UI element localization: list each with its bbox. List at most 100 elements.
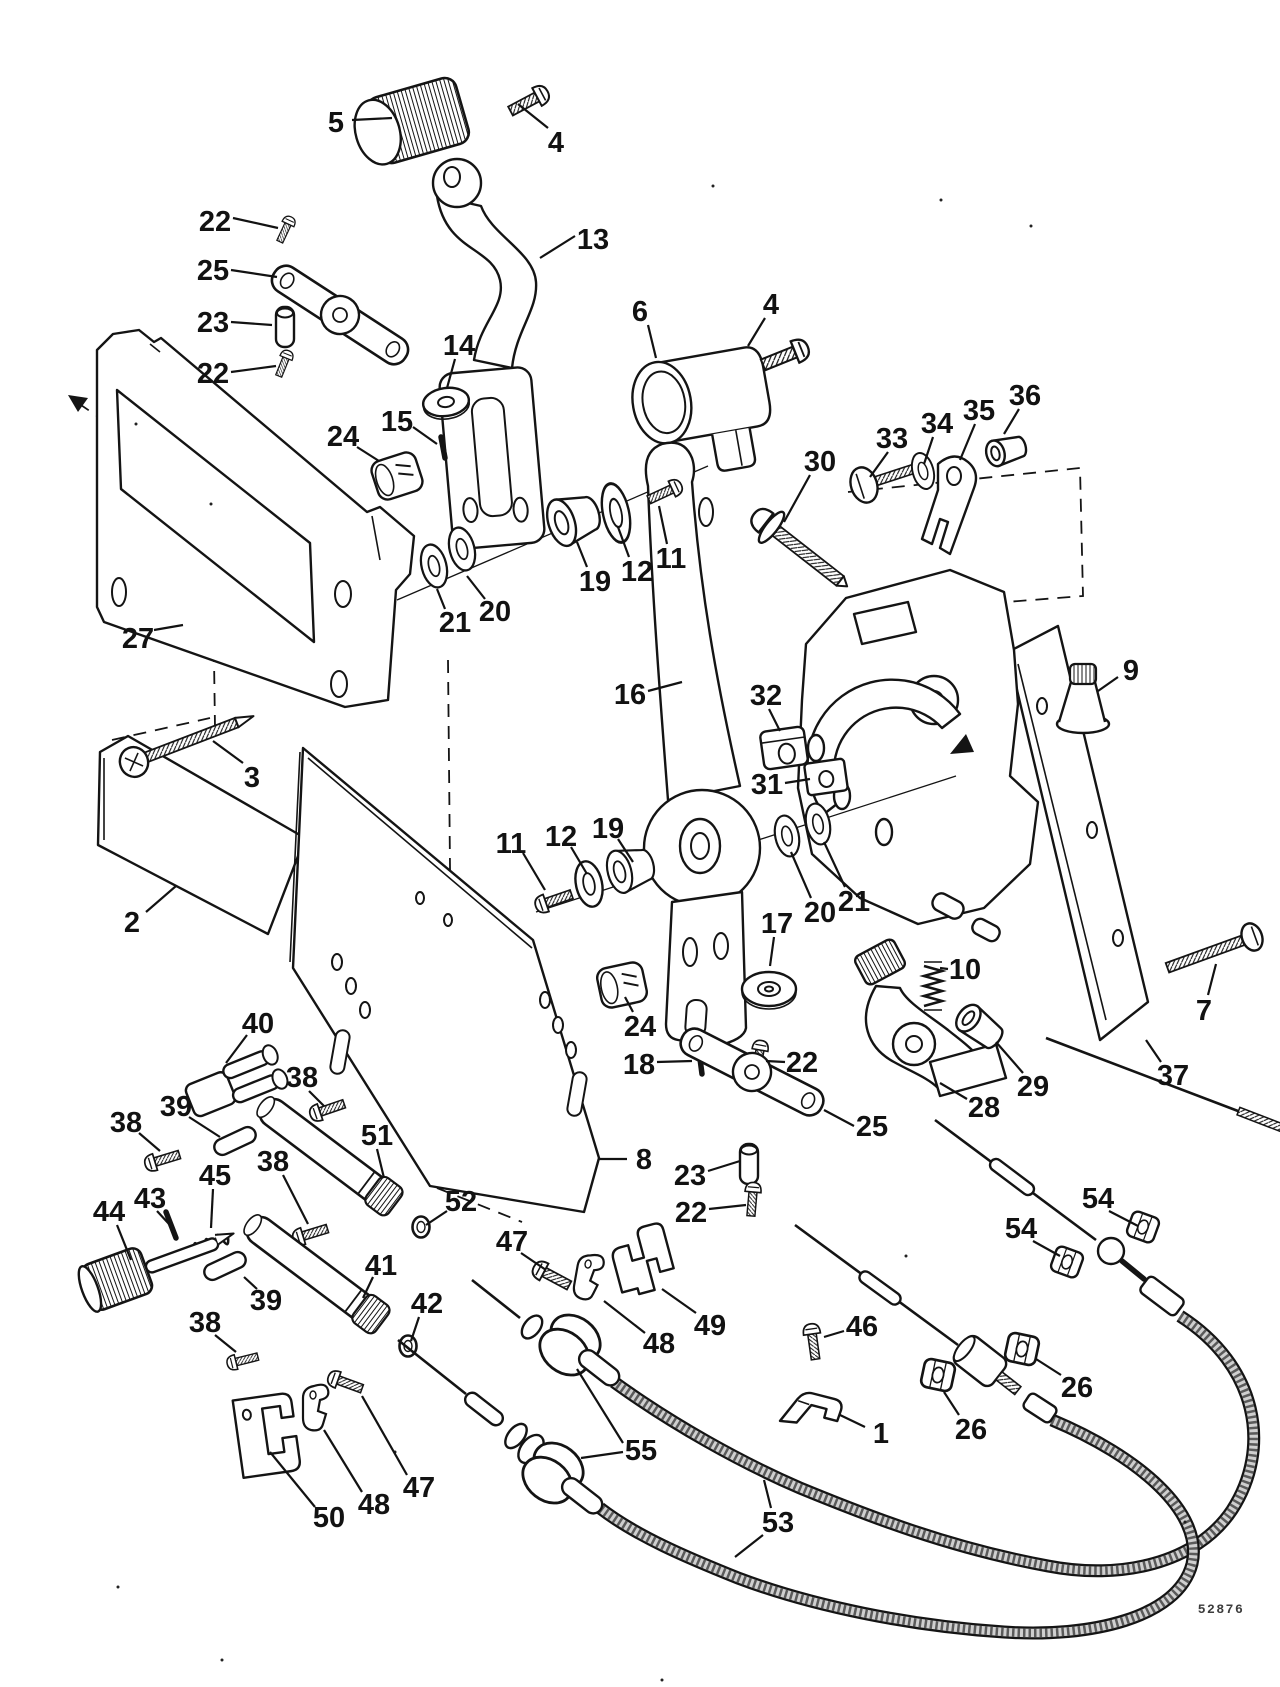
part-label-49: 49 — [661, 1288, 726, 1342]
part-label-38: 38 — [189, 1307, 237, 1353]
part-label-44: 44 — [93, 1196, 133, 1261]
svg-text:39: 39 — [250, 1285, 282, 1317]
svg-text:38: 38 — [286, 1062, 318, 1094]
svg-text:22: 22 — [786, 1047, 818, 1079]
svg-text:55: 55 — [625, 1435, 657, 1467]
part-cable-core-upper — [1045, 1036, 1280, 1133]
part-label-17: 17 — [761, 908, 793, 967]
svg-text:11: 11 — [496, 828, 527, 860]
part-nut-26-a — [918, 1356, 958, 1394]
svg-text:12: 12 — [621, 556, 653, 588]
part-label-4: 4 — [747, 289, 779, 347]
svg-text:1: 1 — [873, 1418, 889, 1450]
part-cable-core-b — [794, 1223, 1058, 1424]
part-bolt-30 — [750, 507, 849, 588]
part-bushing-19-a — [545, 495, 601, 548]
svg-text:19: 19 — [592, 813, 624, 845]
part-washer-34 — [907, 449, 939, 493]
part-label-42: 42 — [409, 1288, 443, 1342]
svg-text:24: 24 — [624, 1011, 656, 1043]
part-label-19: 19 — [592, 813, 634, 863]
part-label-15: 15 — [381, 406, 438, 445]
svg-text:35: 35 — [963, 395, 995, 427]
part-label-34: 34 — [921, 408, 953, 465]
part-label-41: 41 — [362, 1250, 397, 1299]
part-label-1: 1 — [839, 1414, 889, 1450]
svg-text:33: 33 — [876, 423, 908, 455]
part-label-25: 25 — [197, 255, 278, 287]
part-cable-jacket-a — [610, 1310, 1261, 1578]
part-label-14: 14 — [443, 330, 475, 389]
part-screw-3 — [118, 715, 255, 779]
svg-text:15: 15 — [381, 406, 413, 438]
svg-text:34: 34 — [921, 408, 953, 440]
part-screw-7 — [1164, 922, 1264, 974]
part-label-29: 29 — [995, 1041, 1049, 1103]
part-label-8: 8 — [598, 1144, 652, 1176]
svg-text:26: 26 — [955, 1414, 987, 1446]
part-washer-21-a — [415, 540, 453, 592]
svg-text:21: 21 — [838, 886, 870, 918]
part-label-46: 46 — [823, 1311, 878, 1343]
part-trunnion-24-b — [594, 959, 650, 1011]
part-label-38: 38 — [286, 1062, 325, 1107]
part-washer-14 — [421, 386, 471, 420]
svg-text:17: 17 — [761, 908, 793, 940]
svg-text:9: 9 — [1123, 655, 1139, 687]
part-label-24: 24 — [624, 996, 656, 1043]
part-label-50: 50 — [269, 1451, 345, 1534]
part-label-7: 7 — [1196, 963, 1218, 1027]
part-label-38: 38 — [257, 1146, 309, 1225]
svg-text:54: 54 — [1005, 1213, 1037, 1245]
part-lever-16 — [642, 441, 762, 1048]
svg-text:12: 12 — [545, 821, 577, 853]
part-label-10: 10 — [939, 954, 981, 986]
part-screw-38-d — [224, 1348, 261, 1373]
svg-text:51: 51 — [361, 1120, 393, 1152]
part-label-3: 3 — [212, 740, 260, 794]
part-oring-52 — [411, 1215, 431, 1239]
svg-text:53: 53 — [762, 1507, 794, 1539]
svg-text:16: 16 — [614, 679, 646, 711]
part-latch-35 — [920, 455, 978, 556]
part-back-plate-8 — [289, 746, 601, 1214]
svg-text:47: 47 — [403, 1472, 435, 1504]
part-label-55: 55 — [576, 1368, 657, 1467]
part-label-54: 54 — [1082, 1183, 1139, 1227]
svg-text:3: 3 — [244, 762, 260, 794]
svg-text:28: 28 — [968, 1092, 1000, 1124]
part-label-54: 54 — [1005, 1213, 1061, 1257]
part-pin-39-b — [203, 1250, 247, 1282]
svg-text:47: 47 — [496, 1226, 528, 1258]
part-washer-12-b — [570, 857, 608, 911]
svg-text:41: 41 — [365, 1250, 397, 1282]
svg-text:4: 4 — [763, 289, 779, 321]
part-label-12: 12 — [616, 526, 653, 588]
part-label-6: 6 — [632, 296, 658, 359]
part-label-47: 47 — [361, 1395, 435, 1504]
part-label-20: 20 — [466, 575, 511, 628]
part-handle-6 — [631, 346, 772, 472]
part-screw-4-a — [504, 81, 554, 121]
part-label-33: 33 — [869, 423, 908, 478]
part-label-21: 21 — [823, 841, 870, 918]
part-cable-jacket-b — [596, 1414, 1200, 1640]
svg-text:39: 39 — [160, 1091, 192, 1123]
part-label-19: 19 — [575, 541, 611, 598]
part-label-22: 22 — [675, 1197, 747, 1229]
svg-text:54: 54 — [1082, 1183, 1114, 1215]
svg-text:7: 7 — [1196, 995, 1212, 1027]
part-label-45: 45 — [199, 1160, 231, 1229]
part-washer-17 — [740, 970, 798, 1010]
part-label-22: 22 — [197, 358, 277, 390]
part-label-9: 9 — [1097, 655, 1139, 692]
svg-text:49: 49 — [694, 1310, 726, 1342]
part-label-24: 24 — [327, 421, 380, 462]
part-label-22: 22 — [765, 1047, 818, 1079]
part-knob-9 — [1055, 662, 1111, 735]
part-clevis-40 — [184, 1044, 289, 1118]
part-label-20: 20 — [789, 851, 836, 929]
part-control-housing — [796, 568, 1040, 943]
part-pin-15 — [438, 434, 448, 461]
